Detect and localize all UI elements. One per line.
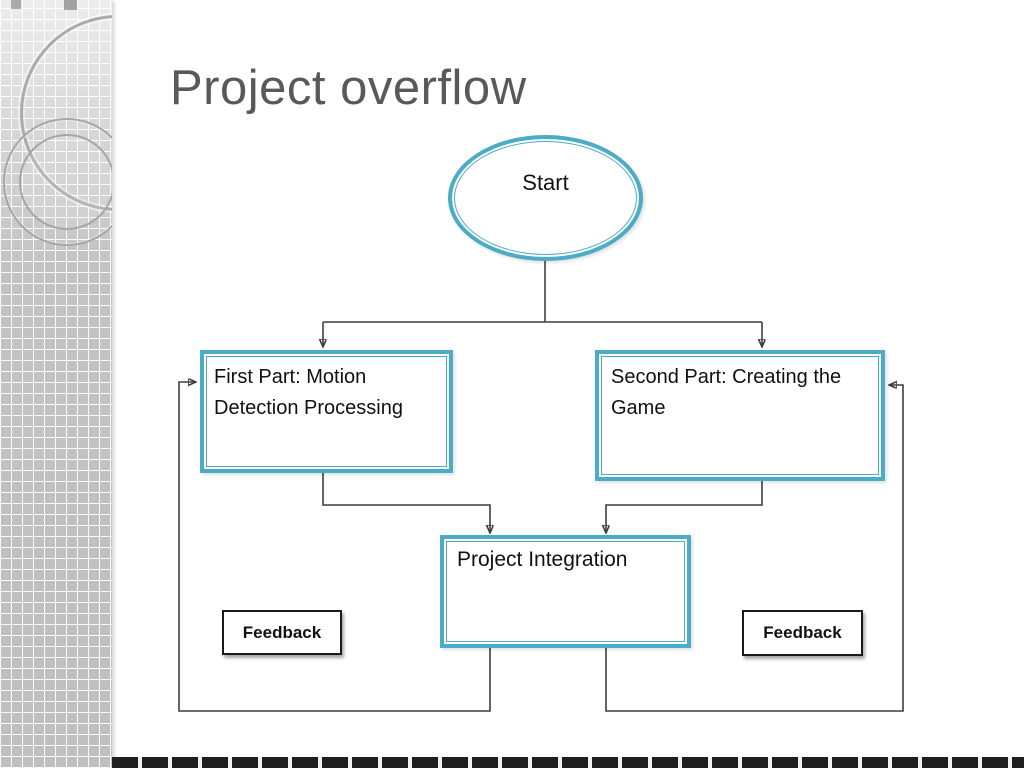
feedback-left-label: Feedback [242, 622, 322, 642]
flowchart-node-second-part: Second Part: Creating the Game [595, 350, 885, 481]
dark-grid-cell [11, 0, 21, 9]
page-title: Project overflow [170, 61, 527, 115]
sidebar-texture [0, 0, 112, 768]
connector-second-to-integration [606, 481, 763, 533]
flowchart-node-start: Start [448, 135, 643, 261]
first-part-label: First Part: Motion Detection Processing [214, 366, 403, 419]
connector-first-to-integration [322, 473, 490, 533]
dark-grid-cell [64, 0, 77, 10]
film-strip-border [112, 757, 1024, 768]
flowchart-node-feedback-left: Feedback [222, 610, 342, 655]
project-integration-label: Project Integration [457, 548, 628, 571]
start-label: Start [522, 170, 569, 195]
decorative-ring-inner-icon [19, 134, 112, 230]
flowchart-node-feedback-right: Feedback [742, 610, 863, 656]
flowchart-node-project-integration: Project Integration [440, 535, 691, 648]
decorative-ring-icon [3, 118, 112, 246]
feedback-right-label: Feedback [763, 623, 842, 642]
flowchart-node-first-part: First Part: Motion Detection Processing [200, 350, 453, 473]
second-part-label: Second Part: Creating the Game [611, 366, 842, 419]
